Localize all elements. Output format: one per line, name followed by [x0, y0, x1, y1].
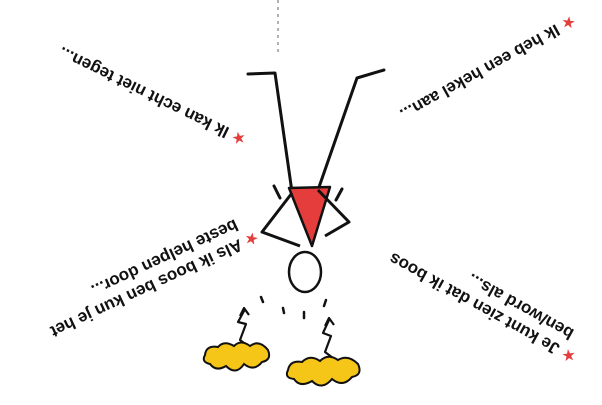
right-arm [316, 68, 386, 192]
left-foot [272, 184, 282, 200]
steam-dot [322, 298, 328, 308]
right-foot [334, 187, 344, 202]
steam-dot [281, 306, 286, 315]
right-leg [316, 188, 351, 238]
steam-dot [259, 295, 265, 304]
left-leg [260, 192, 301, 248]
right-flame [285, 316, 361, 387]
left-flame [202, 306, 271, 372]
red-torso [287, 185, 332, 248]
left-arm [246, 71, 294, 194]
head [287, 250, 323, 294]
